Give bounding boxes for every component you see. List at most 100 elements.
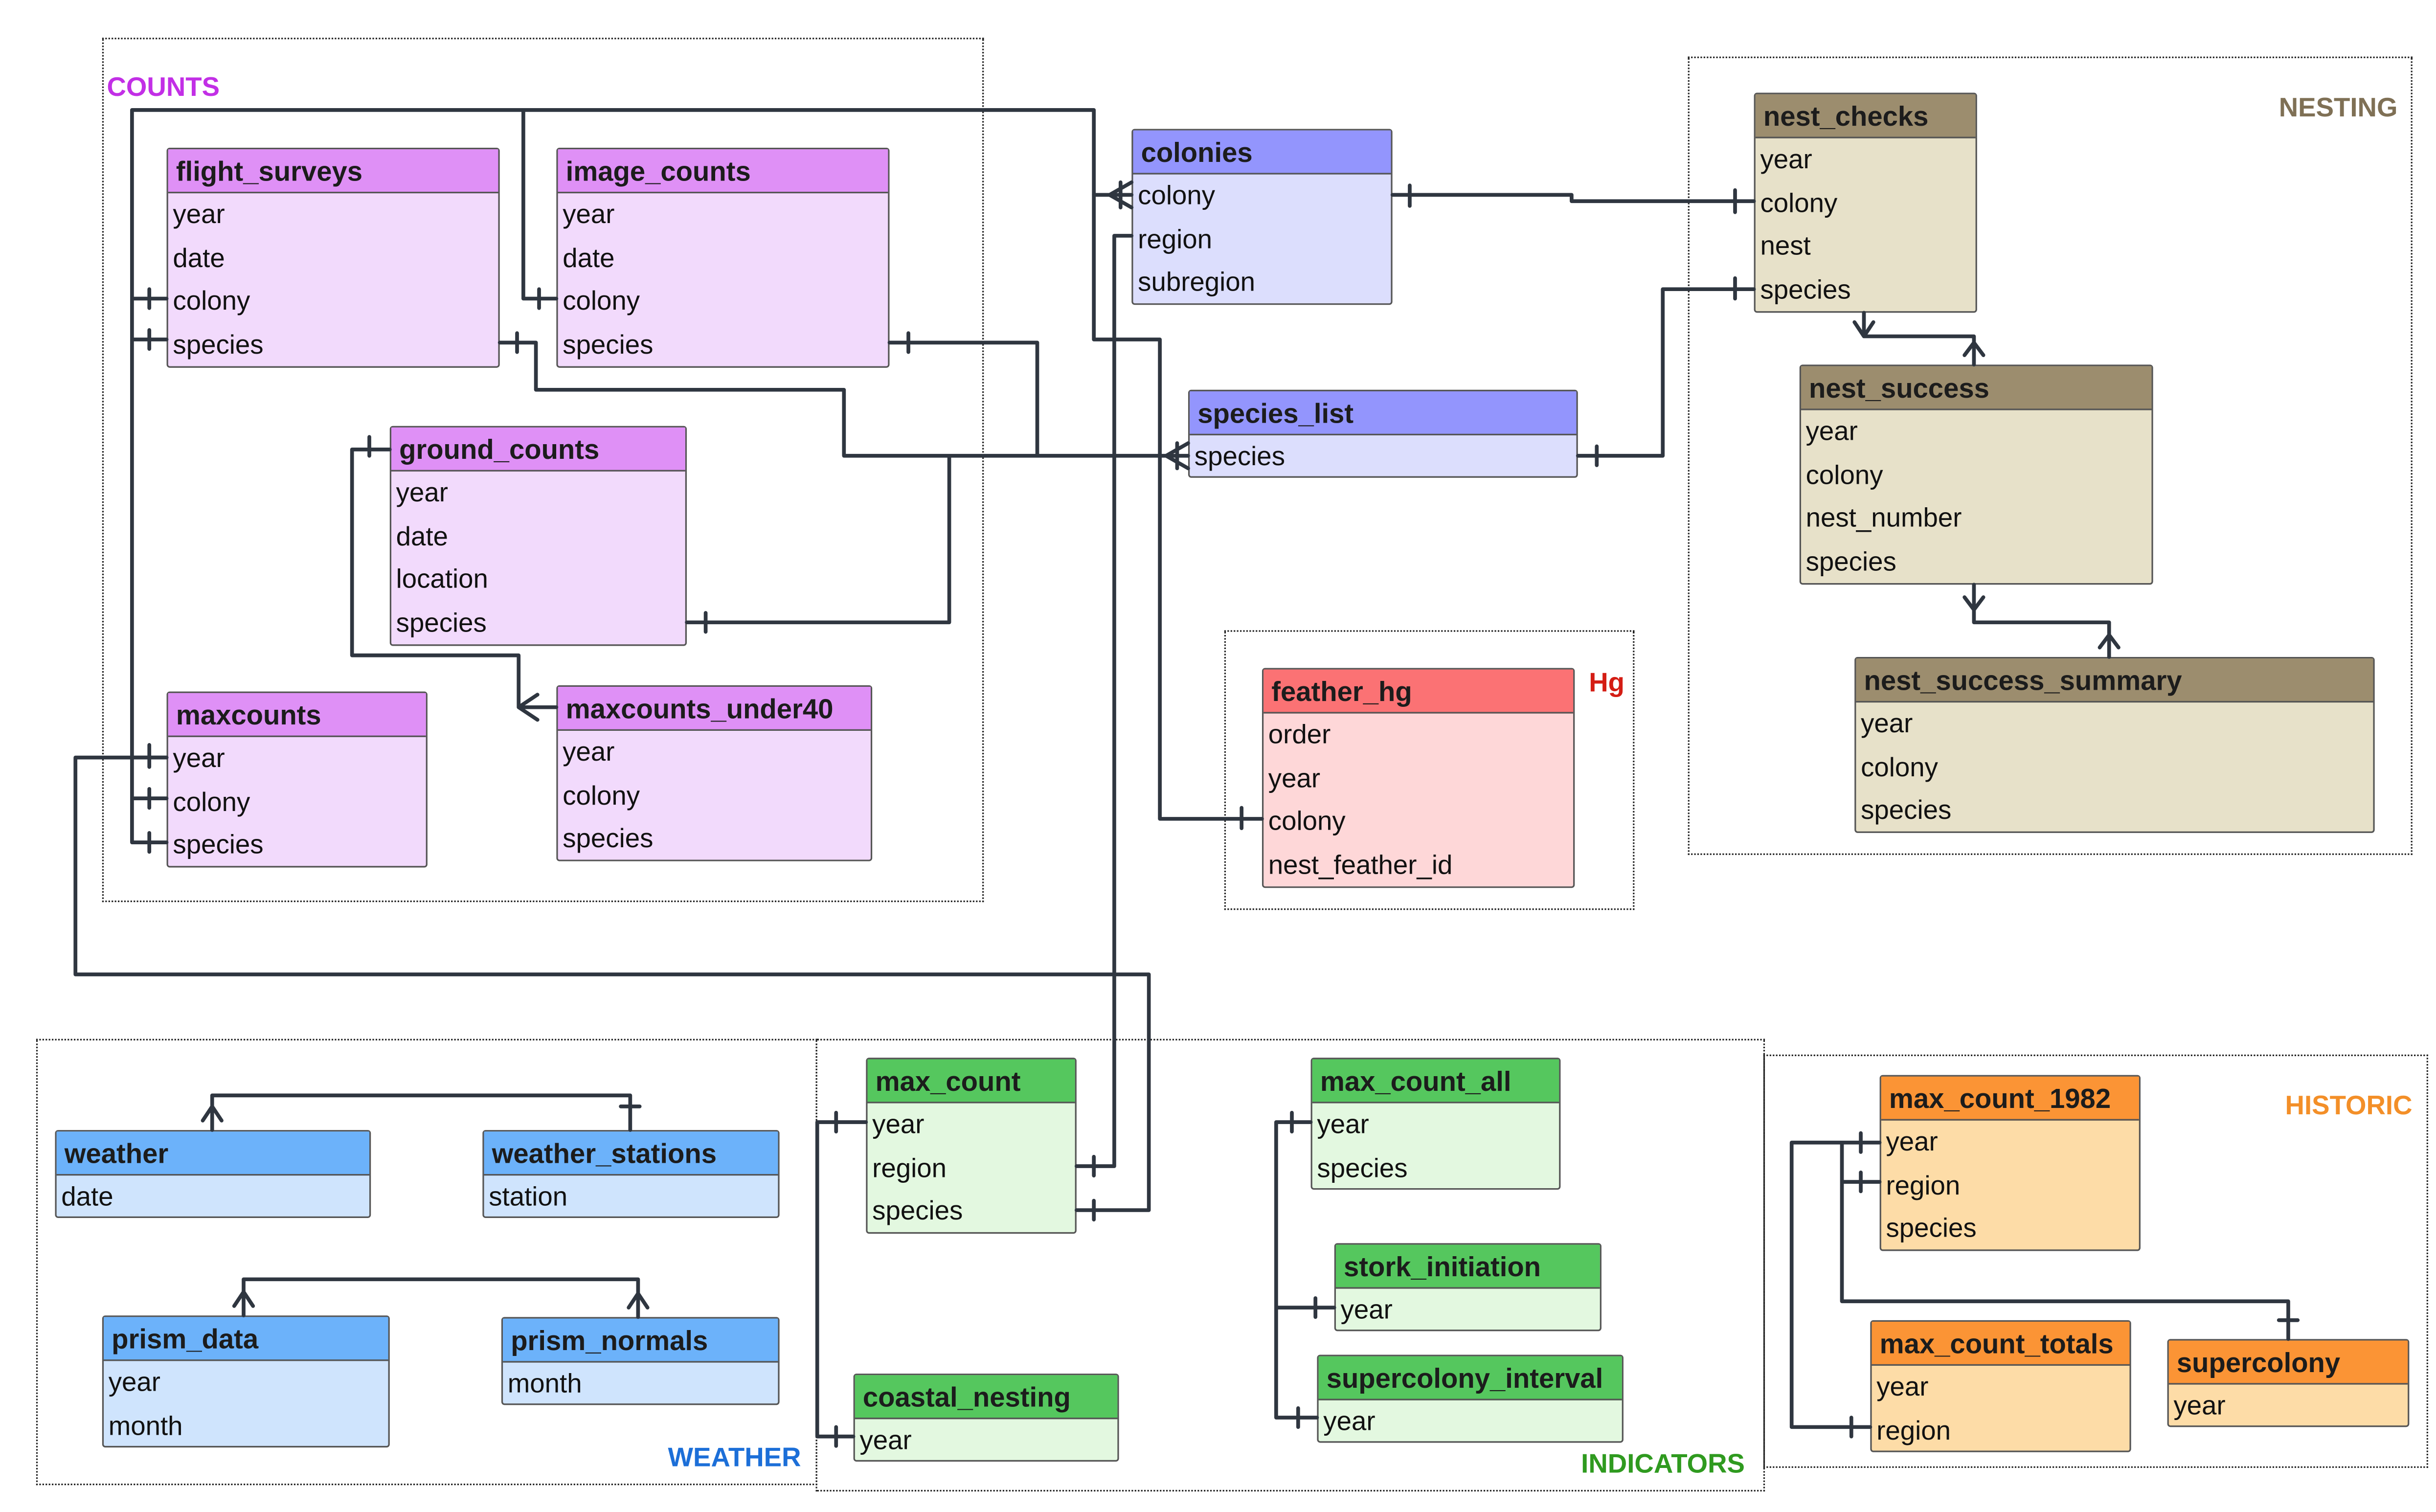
table-field-year: year (173, 200, 225, 230)
table-field-species: species (1886, 1214, 1977, 1244)
table-header: weather (56, 1131, 370, 1176)
table-field-colony: colony (173, 787, 250, 817)
table-header: ground_counts (391, 427, 685, 472)
table-field-year: year (2173, 1391, 2226, 1421)
table-field-species: species (1194, 441, 1285, 472)
table-species-list[interactable]: species_list species (1188, 389, 1578, 478)
table-field-location: location (396, 564, 488, 595)
relation-colonies-feather-line (1092, 193, 1264, 831)
table-field-year: year (108, 1367, 160, 1398)
table-field-species: species (396, 608, 487, 638)
relation-nestsuccess-summary-line (1962, 583, 2120, 659)
table-field-species: species (1805, 547, 1896, 577)
group-label-weather: WEATHER (668, 1443, 801, 1473)
table-maxcounts[interactable]: maxcounts year colony species (166, 691, 428, 868)
table-header: max_count_all (1312, 1059, 1559, 1104)
table-field-year: year (1340, 1295, 1393, 1325)
table-field-colony: colony (1805, 460, 1883, 490)
table-field-subregion: subregion (1138, 268, 1256, 298)
table-nest-checks[interactable]: nest_checks year colony nest species (1754, 92, 1977, 313)
table-header: coastal_nesting (855, 1375, 1118, 1420)
table-field-species: species (1317, 1153, 1408, 1183)
table-field-species: species (1760, 275, 1851, 305)
group-label-nesting: NESTING (2278, 92, 2398, 123)
table-weather-stations[interactable]: weather_stations station (482, 1130, 780, 1218)
table-max-count-totals[interactable]: max_count_totals year region (1870, 1320, 2131, 1452)
table-header: flight_surveys (168, 149, 498, 194)
table-field-date: date (563, 243, 615, 273)
relation-weather-stations-line (201, 1093, 642, 1132)
table-maxcounts-under40[interactable]: maxcounts_under40 year colony species (556, 685, 873, 861)
table-coastal-nesting[interactable]: coastal_nesting year (853, 1374, 1119, 1462)
relation-crowfoot-species (1164, 441, 1190, 471)
table-feather-hg[interactable]: feather_hg order year colony nest_feathe… (1262, 668, 1575, 888)
table-field-species: species (872, 1196, 963, 1227)
table-field-date: date (61, 1182, 113, 1212)
table-field-year: year (1861, 709, 1913, 739)
relation-maxcounts-maxcount-line (73, 755, 1151, 1222)
table-field-year: year (1886, 1127, 1938, 1157)
table-field-nest: nest (1760, 231, 1811, 262)
relation-ground-under40-line (350, 448, 559, 722)
table-field-region: region (872, 1153, 947, 1183)
table-field-colony: colony (563, 780, 640, 811)
table-field-month: month (108, 1411, 183, 1441)
table-header: species_list (1190, 391, 1577, 435)
relation-indicators-year-left (815, 1110, 868, 1448)
table-max-count[interactable]: max_count year region species (866, 1058, 1077, 1234)
table-stork-initiation[interactable]: stork_initiation year (1334, 1243, 1601, 1331)
table-nest-success[interactable]: nest_success year colony nest_number spe… (1799, 364, 2153, 585)
table-header: feather_hg (1263, 669, 1574, 714)
table-header: prism_data (104, 1317, 388, 1361)
table-header: supercolony (2168, 1340, 2408, 1385)
table-colonies[interactable]: colonies colony region subregion (1131, 129, 1393, 305)
group-counts (102, 38, 984, 903)
relation-nestchecks-nestsuccess-line (1852, 311, 1985, 367)
table-field-colony: colony (563, 286, 640, 316)
table-header: maxcounts (168, 693, 426, 737)
group-label-historic: HISTORIC (2285, 1090, 2413, 1121)
table-header: nest_success (1801, 366, 2152, 410)
table-header: max_count_1982 (1881, 1076, 2139, 1121)
table-field-date: date (396, 521, 448, 551)
relation-specieslist-nestchecks-line (1576, 276, 1756, 467)
table-field-species: species (1861, 795, 1952, 826)
table-field-species: species (563, 824, 654, 854)
table-nest-success-summary[interactable]: nest_success_summary year colony species (1854, 656, 2375, 833)
table-field-year: year (1760, 144, 1812, 175)
table-supercolony-interval[interactable]: supercolony_interval year (1317, 1354, 1624, 1443)
table-max-count-1982[interactable]: max_count_1982 year region species (1879, 1075, 2141, 1251)
table-prism-data[interactable]: prism_data year month (102, 1315, 390, 1448)
table-supercolony[interactable]: supercolony year (2167, 1339, 2410, 1427)
relation-colonies-region-line (1074, 234, 1134, 1178)
table-field-colony: colony (1861, 752, 1938, 783)
table-header: max_count (867, 1059, 1075, 1104)
table-field-region: region (1138, 224, 1212, 254)
table-field-colony: colony (1138, 181, 1216, 211)
group-label-hg: Hg (1589, 668, 1625, 698)
table-field-species: species (173, 830, 264, 860)
table-header: maxcounts_under40 (558, 687, 871, 731)
table-ground-counts[interactable]: ground_counts year date location species (389, 426, 687, 646)
table-field-year: year (872, 1109, 925, 1140)
relation-indicators-year-right (1274, 1110, 1336, 1429)
table-max-count-all[interactable]: max_count_all year species (1310, 1058, 1561, 1190)
relation-crowfoot-colonies (1107, 180, 1134, 209)
relation-species-line (497, 340, 1190, 625)
relation-counts-colony-line (130, 108, 1134, 844)
table-field-species: species (173, 330, 264, 360)
table-field-region: region (1876, 1415, 1951, 1445)
table-flight-surveys[interactable]: flight_surveys year date colony species (166, 148, 500, 368)
table-header: max_count_totals (1872, 1322, 2130, 1366)
table-field-station: station (489, 1182, 568, 1212)
table-field-colony: colony (1760, 188, 1838, 218)
table-weather[interactable]: weather date (55, 1130, 371, 1218)
table-field-order: order (1268, 720, 1331, 750)
table-prism-normals[interactable]: prism_normals month (501, 1317, 780, 1405)
relation-historic-line (1789, 1131, 2300, 1439)
table-field-year: year (563, 200, 615, 230)
table-image-counts[interactable]: image_counts year date colony species (556, 148, 890, 368)
table-header: nest_checks (1755, 94, 1976, 138)
table-field-species: species (563, 330, 654, 360)
